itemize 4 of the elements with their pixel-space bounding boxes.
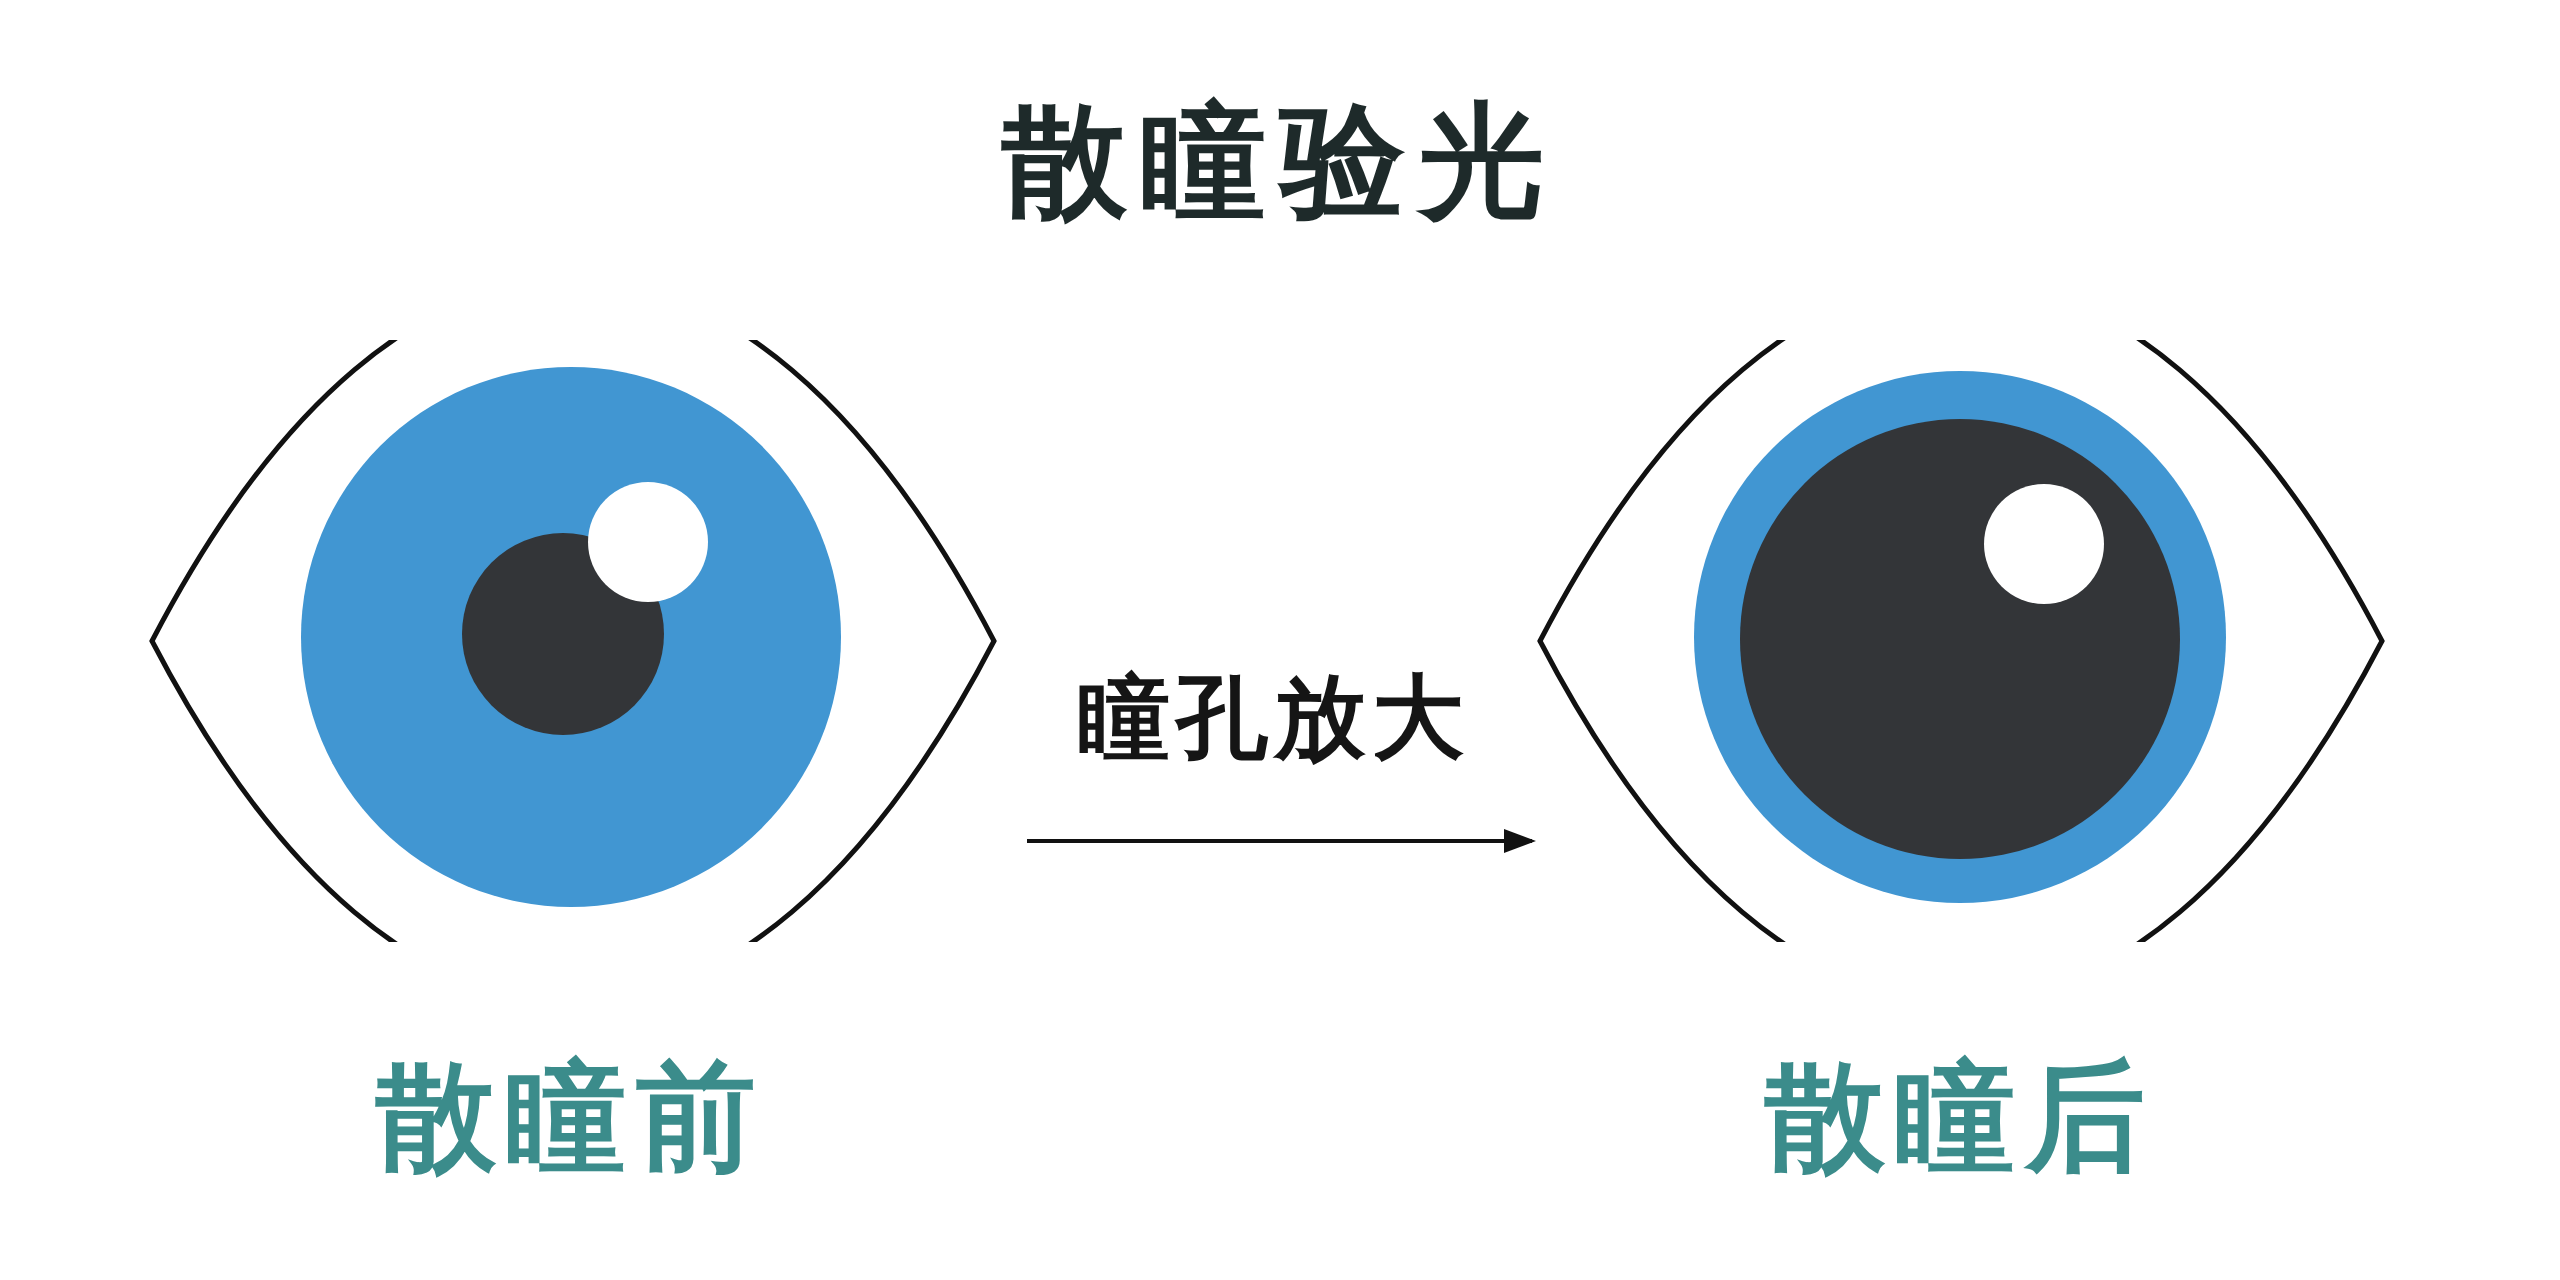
node-label: 散瞳后 <box>1765 1045 2155 1188</box>
node-label: 散瞳前 <box>376 1045 766 1188</box>
arrow <box>1027 829 1536 853</box>
title: 散瞳验光 <box>1002 87 1558 235</box>
